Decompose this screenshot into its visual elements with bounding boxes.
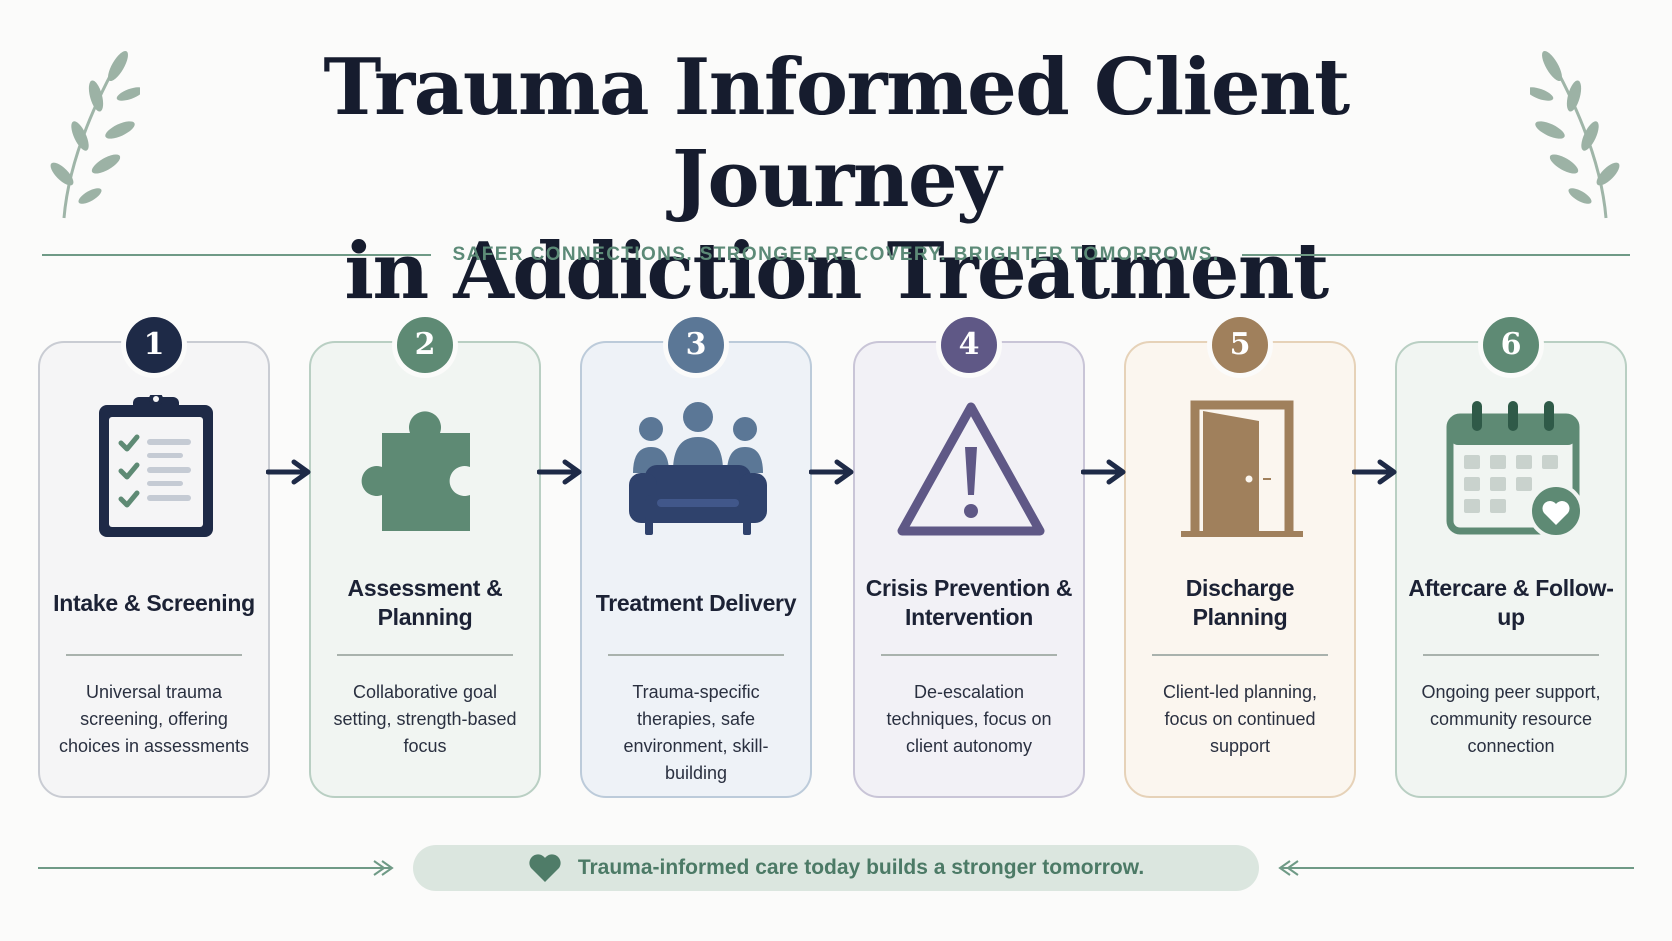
- step-card-crisis: 4 Crisis Prevention & Intervention De-es…: [853, 317, 1085, 798]
- footer-text: Trauma-informed care today builds a stro…: [577, 856, 1145, 879]
- subtitle-row: SAFER CONNECTIONS. STRONGER RECOVERY. BR…: [42, 240, 1631, 270]
- page-title: Trauma Informed Client Journey in Addict…: [180, 42, 1492, 318]
- step-number-badge: 2: [397, 317, 453, 373]
- step-number-badge: 4: [941, 317, 997, 373]
- arrow-right-icon: [266, 459, 311, 485]
- heart-icon: [529, 854, 561, 882]
- title-line-2: in Addiction Treatment: [344, 226, 1329, 317]
- step-title: Intake & Screening: [53, 589, 255, 616]
- warning-triangle-icon: [897, 402, 1045, 536]
- footer: Trauma-informed care today builds a stro…: [38, 845, 1634, 891]
- subtitle: SAFER CONNECTIONS. STRONGER RECOVERY. BR…: [452, 244, 1220, 265]
- step-divider: [66, 654, 242, 656]
- group-sofa-icon: [629, 402, 767, 535]
- arrow-right-icon: [1081, 459, 1126, 485]
- step-description: Trauma-specific therapies, safe environm…: [623, 682, 769, 783]
- arrow-right-icon: [809, 459, 854, 485]
- step-title: Treatment Delivery: [595, 589, 797, 616]
- step-card-assessment: 2 Assessment & Planning Collaborative go…: [309, 317, 541, 798]
- step-divider: [1423, 654, 1599, 656]
- step-description: Collaborative goal setting, strength-bas…: [333, 682, 517, 756]
- step-card-treatment: 3 Treatment Delivery Trauma-specific the…: [580, 317, 812, 798]
- arrow-right-icon: [1352, 459, 1397, 485]
- step-number-badge: 5: [1212, 317, 1268, 373]
- step-title: Aftercare & Follow-up: [1408, 575, 1614, 630]
- step-divider: [1152, 654, 1328, 656]
- step-divider: [337, 654, 513, 656]
- step-description: Universal trauma screening, offering cho…: [58, 682, 250, 756]
- step-title: Crisis Prevention & Intervention: [865, 575, 1073, 630]
- footer-line-right: [1278, 860, 1634, 876]
- step-card-discharge: 5 Discharge Planning Client-led planning…: [1124, 317, 1356, 798]
- subtitle-line-left: [42, 254, 431, 256]
- arrow-right-icon: [537, 459, 582, 485]
- step-description: Client-led planning, focus on continued …: [1162, 682, 1318, 756]
- footer-line-left: [38, 860, 394, 876]
- puzzle-piece-icon: [361, 411, 470, 531]
- step-divider: [608, 654, 784, 656]
- step-number-badge: 1: [126, 317, 182, 373]
- step-card-aftercare: 6 Aftercare & Follow-up Ongoing peer sup…: [1395, 317, 1627, 798]
- step-number-badge: 3: [668, 317, 724, 373]
- clipboard-checklist-icon: [99, 395, 213, 537]
- step-number-badge: 6: [1483, 317, 1539, 373]
- calendar-heart-icon: [1446, 401, 1584, 539]
- subtitle-line-right: [1241, 254, 1631, 256]
- footer-banner: Trauma-informed care today builds a stro…: [413, 845, 1259, 891]
- step-divider: [881, 654, 1057, 656]
- open-door-icon: [1181, 400, 1303, 537]
- step-description: De-escalation techniques, focus on clien…: [886, 682, 1052, 756]
- step-description: Ongoing peer support, community resource…: [1421, 682, 1601, 756]
- step-card-intake: 1 Intake & Screening Universal trauma sc…: [38, 317, 270, 798]
- right-leaf-sprig-icon: [1530, 50, 1620, 219]
- title-line-1: Trauma Informed Client Journey: [323, 42, 1350, 225]
- step-title: Assessment & Planning: [347, 575, 503, 630]
- left-leaf-sprig-icon: [50, 50, 140, 219]
- step-title: Discharge Planning: [1185, 575, 1295, 630]
